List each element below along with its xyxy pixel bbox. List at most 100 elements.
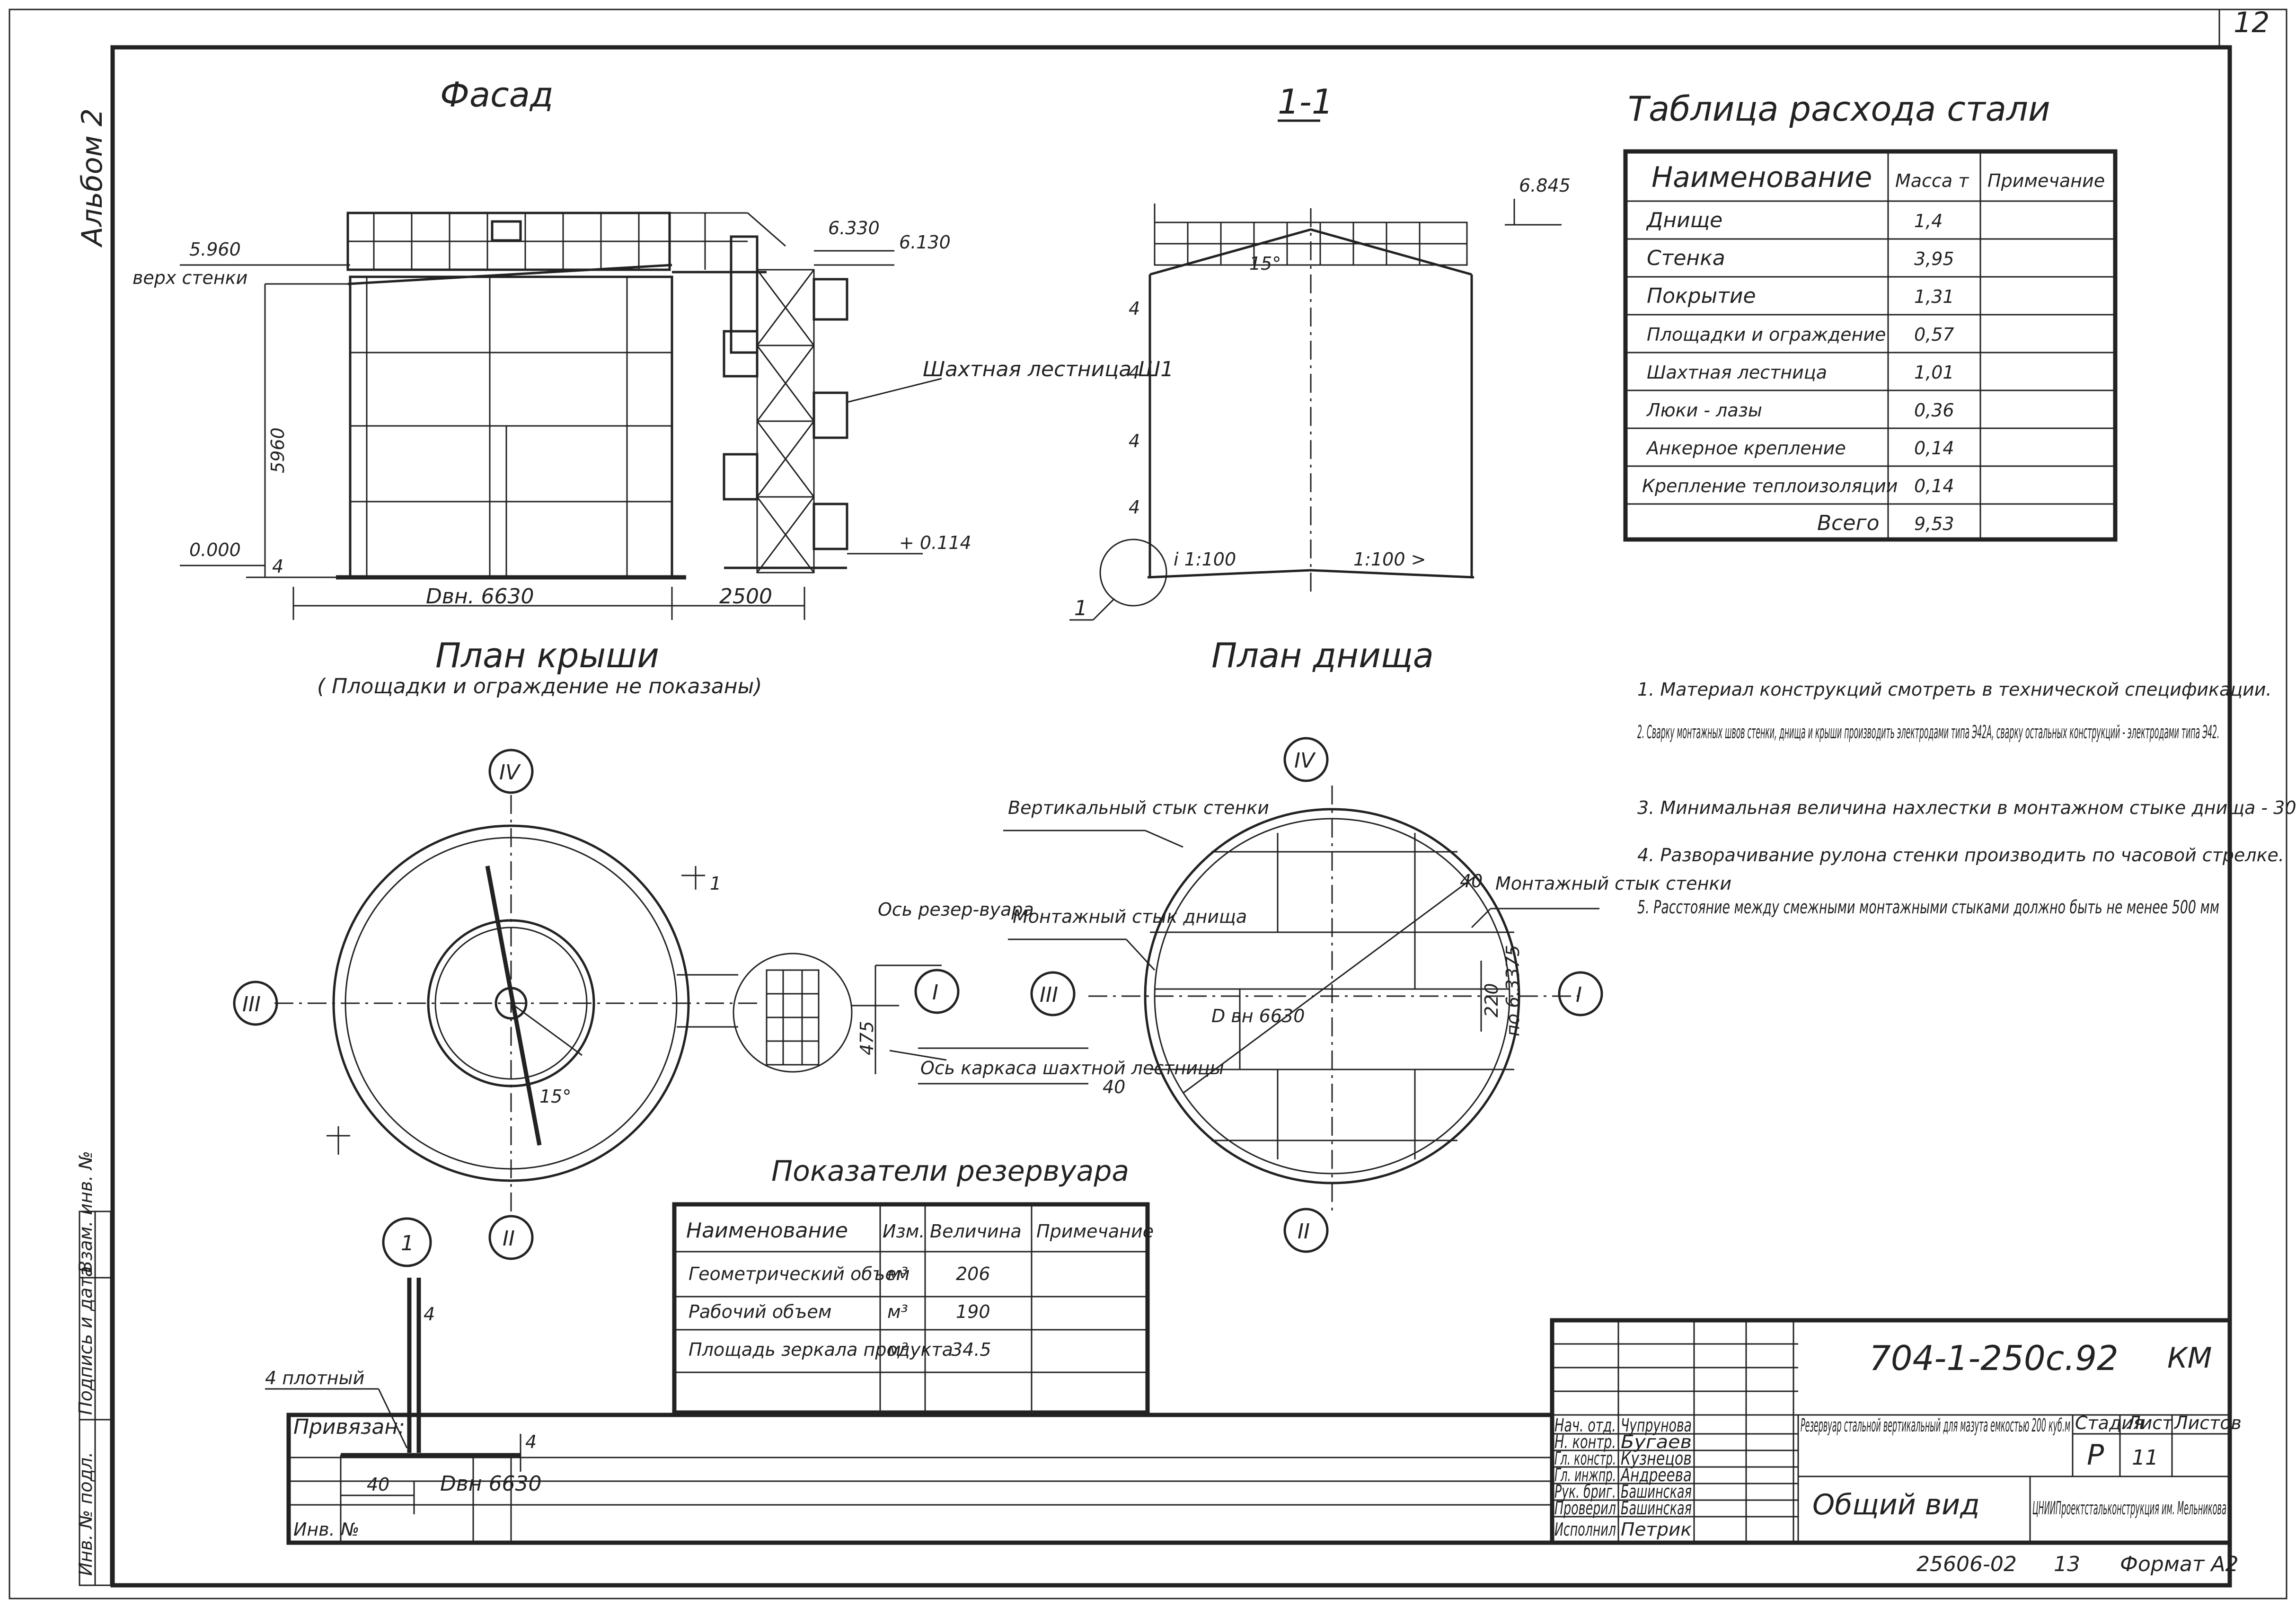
top-of-wall-label: верх стенки [132,267,247,288]
inner-frame [110,45,2232,1588]
bound-label: Привязан: [293,1415,405,1439]
note-5: 5. Расстояние между смежными монтажными … [1637,897,2219,918]
node-callout: 1 [1074,596,1087,620]
ladder-label: Шахтная лестница Ш1 [923,357,1174,381]
elev-zero: 0.000 [189,539,241,560]
outer-frame [9,9,2287,1599]
staff-role: Исполнил [1554,1519,1616,1540]
ind-head-value: Величина [930,1221,1022,1242]
staff-role: Рук. бриг. [1554,1481,1616,1502]
staff-name: Петрик [1621,1519,1692,1540]
roof-plan: План крыши ( Площадки и ограждение не по… [274,636,1224,1211]
ind-row-name: Геометрический объем [689,1263,910,1284]
roof-angle: 15° [1249,253,1281,274]
steel-row-mass: 0,57 [1914,324,1954,345]
facade-diameter: Dвн. 6630 [426,584,534,609]
wall-thickness-2: 4 [1129,362,1140,383]
steel-row-mass: 0,14 [1914,438,1954,459]
indicators-table-title: Показатели резервуара [771,1155,1129,1188]
wall-joint-label: Монтажный стык стенки [1495,873,1731,894]
steel-row-name: Люки - лазы [1646,400,1762,421]
plan-offset: 475 [857,1021,877,1055]
archive-sheet: 13 [2054,1552,2080,1576]
indicators-rows: Геометрический объем м³ 206 Рабочий объе… [689,1263,991,1360]
bottom-offset-a: 40 [1460,871,1483,892]
cut-mark: 1 [710,873,721,894]
axis-bubble: III [242,992,261,1016]
elev-wall-top: 5.960 [189,239,241,260]
axis-bubble: II [1298,1219,1310,1244]
weld-label: 4 плотный [265,1368,364,1388]
roof-plan-title: План крыши [435,636,659,675]
axis-bubble: II [503,1227,515,1251]
ind-row-name: Рабочий объем [689,1301,831,1322]
ind-head-unit: Изм. [883,1221,925,1242]
note-1: 1. Материал конструкций смотреть в техни… [1637,679,2272,700]
steel-row-mass: 1,31 [1914,286,1954,307]
steel-row-mass: 1,01 [1914,362,1954,383]
steel-row-name: Днище [1646,208,1722,232]
project-title: Резервуар стальной вертикальный для мазу… [1801,1415,2070,1436]
steel-head-mass: Масса т [1895,170,1969,191]
axis-bubble: I [1576,983,1582,1007]
ind-row-value: 34.5 [951,1339,991,1360]
indicators-table: Показатели резервуара Наименование Изм. … [672,1155,1154,1415]
bottom-plan: План днища Вертикальный [1003,636,1731,1211]
staff-role: Гл. констр. [1554,1448,1616,1469]
album-label: Альбом 2 [76,108,109,248]
node1-offset: 40 [367,1474,389,1495]
steel-row-mass: 9,53 [1914,513,1954,534]
bottom-offset-b: 40 [1103,1077,1125,1097]
roof-angle: 15° [539,1086,571,1107]
page-number: 12 [2234,6,2270,39]
slope-left: i 1:100 [1174,549,1236,570]
strip-text-2: Подпись и дата [75,1266,96,1415]
facade-title: Фасад [440,75,554,115]
org-name: ЦНИИПроектстальконструкция им. Мельников… [2032,1498,2226,1519]
ind-row-unit: м³ [887,1263,908,1284]
roof-plan-subtitle: ( Площадки и ограждение не показаны) [317,674,762,698]
base-mark: 4 [272,556,283,577]
steel-row-name: Шахтная лестница [1647,362,1827,383]
ind-row-value: 206 [956,1263,990,1284]
bottom-small-note-a: 220 [1481,983,1502,1017]
staff-name: Чупрунова [1621,1415,1692,1436]
steel-row-name: Всего [1817,511,1879,535]
steel-row-mass: 1,4 [1914,211,1943,231]
inv-label: Инв. № [293,1519,359,1540]
staff-role: Н. контр. [1554,1431,1616,1452]
axis-bubble: IV [499,760,521,785]
steel-row-mass: 0,14 [1914,476,1954,496]
section-title: 1-1 [1278,82,1333,122]
stage-label: Стадия [2075,1413,2144,1433]
strip-text-3: Взам. инв. № [75,1151,96,1273]
steel-row-mass: 3,95 [1914,248,1954,269]
archive-number: 25606-02 [1916,1552,2017,1576]
staff-name: Бугаев [1621,1431,1692,1452]
ind-head-note: Примечание [1036,1221,1154,1242]
staff-name: Башинская [1621,1481,1692,1502]
left-strip: Инв. № подл. Подпись и дата Взам. инв. № [75,1151,112,1586]
slope-right: 1:100 > [1353,549,1426,570]
vertical-joint-label: Вертикальный стык стенки [1008,797,1269,818]
section-view: 1-1 6.845 15° 4 4 4 4 i 1:100 1:10 [1069,82,1571,621]
ind-head-name: Наименование [686,1219,848,1243]
strip-text-1: Инв. № подл. [75,1452,96,1576]
sheet-no: 11 [2132,1446,2158,1470]
bottom-joint-label: Монтажный стык днища [1013,906,1247,927]
reservoir-axis-label: Ось резер-вуара [878,899,1034,920]
staff-name: Башинская [1621,1498,1692,1519]
bottom-diameter: D вн 6630 [1211,1006,1305,1026]
steel-head-note: Примечание [1987,170,2105,191]
title-block: 704-1-250с.92 КМ Привязан: Инв. № Резерв… [286,1318,2242,1576]
elev-ladder-base: + 0.114 [899,532,971,553]
sheet-title: Общий вид [1812,1488,1980,1521]
notes: 1. Материал конструкций смотреть в техни… [1637,679,2296,918]
steel-table: Таблица расхода стали Наименование Масса… [1623,89,2118,542]
steel-row-name: Стенка [1647,246,1725,270]
steel-row-name: Площадки и ограждение [1647,324,1886,345]
ind-row-unit: м² [887,1339,908,1360]
drawing-code: 704-1-250с.92 [1869,1338,2119,1378]
note-4: 4. Разворачивание рулона стенки производ… [1637,845,2284,866]
